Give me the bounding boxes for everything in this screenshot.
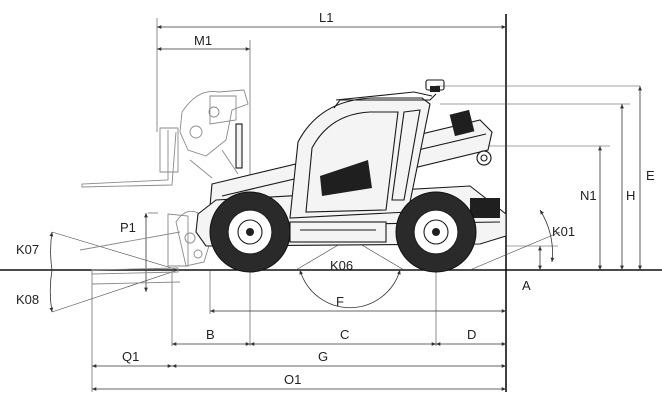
- raised-carriage-ghost: [81, 89, 249, 188]
- mirror-post: [235, 123, 243, 169]
- label-H: H: [626, 188, 635, 203]
- label-B: B: [206, 327, 215, 342]
- arc-K01: [539, 209, 555, 263]
- label-Q1: Q1: [122, 349, 139, 364]
- arc-K07: [49, 231, 54, 271]
- dimension-lines: [92, 25, 642, 391]
- label-D: D: [467, 327, 476, 342]
- label-F: F: [336, 294, 344, 309]
- label-E: E: [646, 168, 655, 183]
- label-O1: O1: [284, 372, 301, 387]
- label-K07: K07: [16, 242, 39, 257]
- label-G: G: [318, 349, 328, 364]
- label-N1: N1: [580, 188, 597, 203]
- label-A: A: [522, 278, 531, 293]
- label-P1: P1: [120, 220, 136, 235]
- label-L1: L1: [319, 10, 333, 25]
- label-K08: K08: [16, 292, 39, 307]
- arc-K08: [49, 269, 54, 313]
- front-wheel: [395, 191, 477, 273]
- label-K06: K06: [330, 258, 353, 273]
- extension-lines: [91, 18, 640, 392]
- label-M1: M1: [194, 33, 212, 48]
- lowered-carriage-ghost: [79, 210, 213, 285]
- rear-wheel: [209, 191, 291, 273]
- arc-K06: [299, 269, 401, 309]
- operator-cab: [289, 79, 445, 219]
- label-K01: K01: [552, 224, 575, 239]
- angle-indicators: [49, 209, 561, 313]
- label-C: C: [340, 327, 349, 342]
- dimension-labels: L1 M1 E N1 H P1 K07 K08 K06 K01 A F B C …: [16, 10, 655, 387]
